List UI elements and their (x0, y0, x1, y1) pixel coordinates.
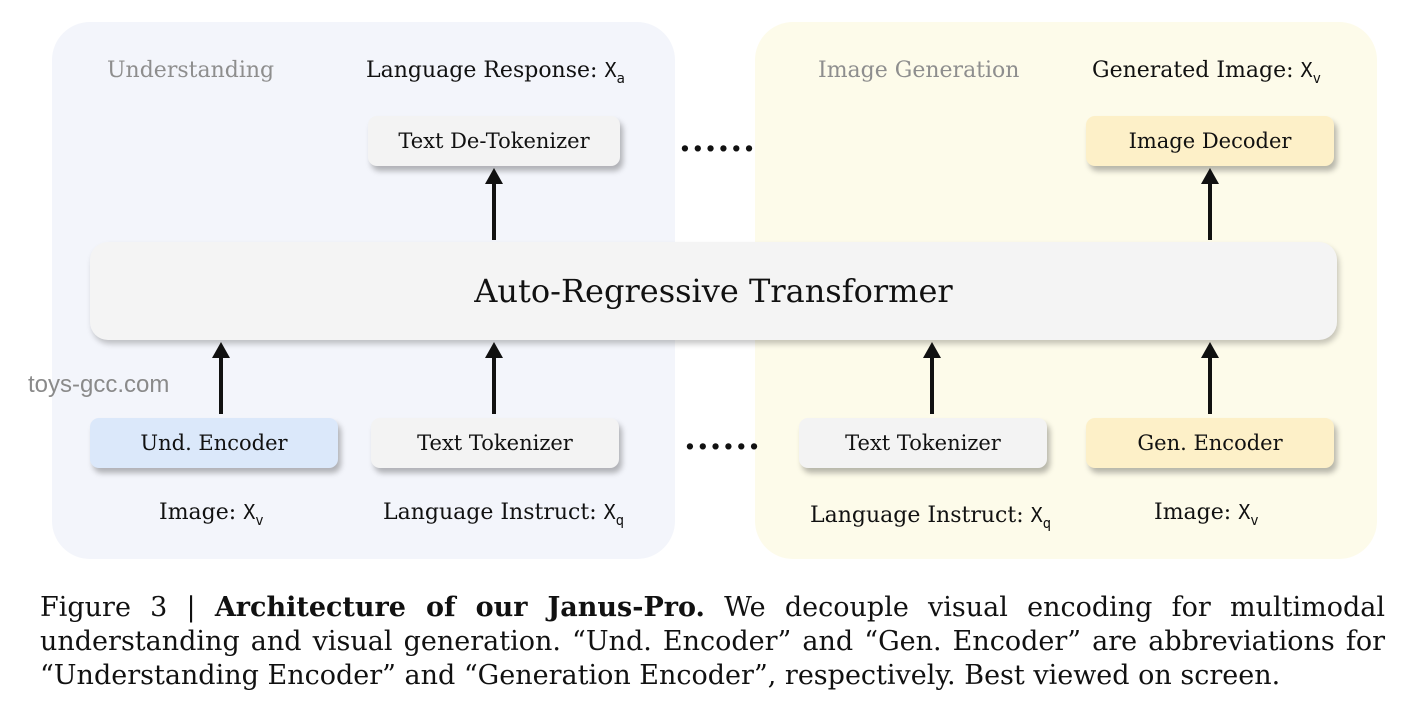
language-response-label: Language Response: Xa (366, 58, 625, 87)
arrow-und-tokenizer-to-transformer (485, 342, 503, 414)
caption-prefix: Figure 3 | (40, 592, 215, 623)
arrow-to-image-decoder (1201, 168, 1219, 240)
text-detokenizer-box: Text De-Tokenizer (368, 116, 620, 166)
und-language-instruct-label: Language Instruct: Xq (383, 500, 625, 529)
image-decoder-box: Image Decoder (1086, 116, 1334, 166)
bottom-ellipsis: ...... (684, 418, 762, 458)
arrow-und-encoder-to-transformer (212, 342, 230, 414)
arrow-gen-encoder-to-transformer (1201, 342, 1219, 414)
caption-title: Architecture of our Janus-Pro. (214, 592, 705, 623)
auto-regressive-transformer-box: Auto-Regressive Transformer (90, 242, 1337, 340)
und-text-tokenizer-box: Text Tokenizer (371, 418, 619, 468)
figure-caption: Figure 3 | Architecture of our Janus-Pro… (40, 591, 1385, 693)
caption-body: We decouple visual encoding for multimod… (40, 592, 1385, 691)
top-ellipsis: ...... (679, 120, 757, 160)
understanding-section-label: Understanding (107, 58, 275, 83)
und-image-label: Image: Xv (159, 500, 264, 529)
gen-language-instruct-label: Language Instruct: Xq (810, 503, 1052, 532)
generated-image-label: Generated Image: Xv (1092, 58, 1322, 87)
gen-text-tokenizer-box: Text Tokenizer (799, 418, 1047, 468)
arrow-gen-tokenizer-to-transformer (923, 342, 941, 414)
gen-encoder-box: Gen. Encoder (1086, 418, 1334, 468)
und-encoder-box: Und. Encoder (90, 418, 338, 468)
generation-section-label: Image Generation (818, 58, 1020, 83)
gen-image-label: Image: Xv (1154, 500, 1259, 529)
watermark-text: toys-gcc.com (28, 371, 170, 398)
arrow-to-detokenizer (485, 168, 503, 240)
